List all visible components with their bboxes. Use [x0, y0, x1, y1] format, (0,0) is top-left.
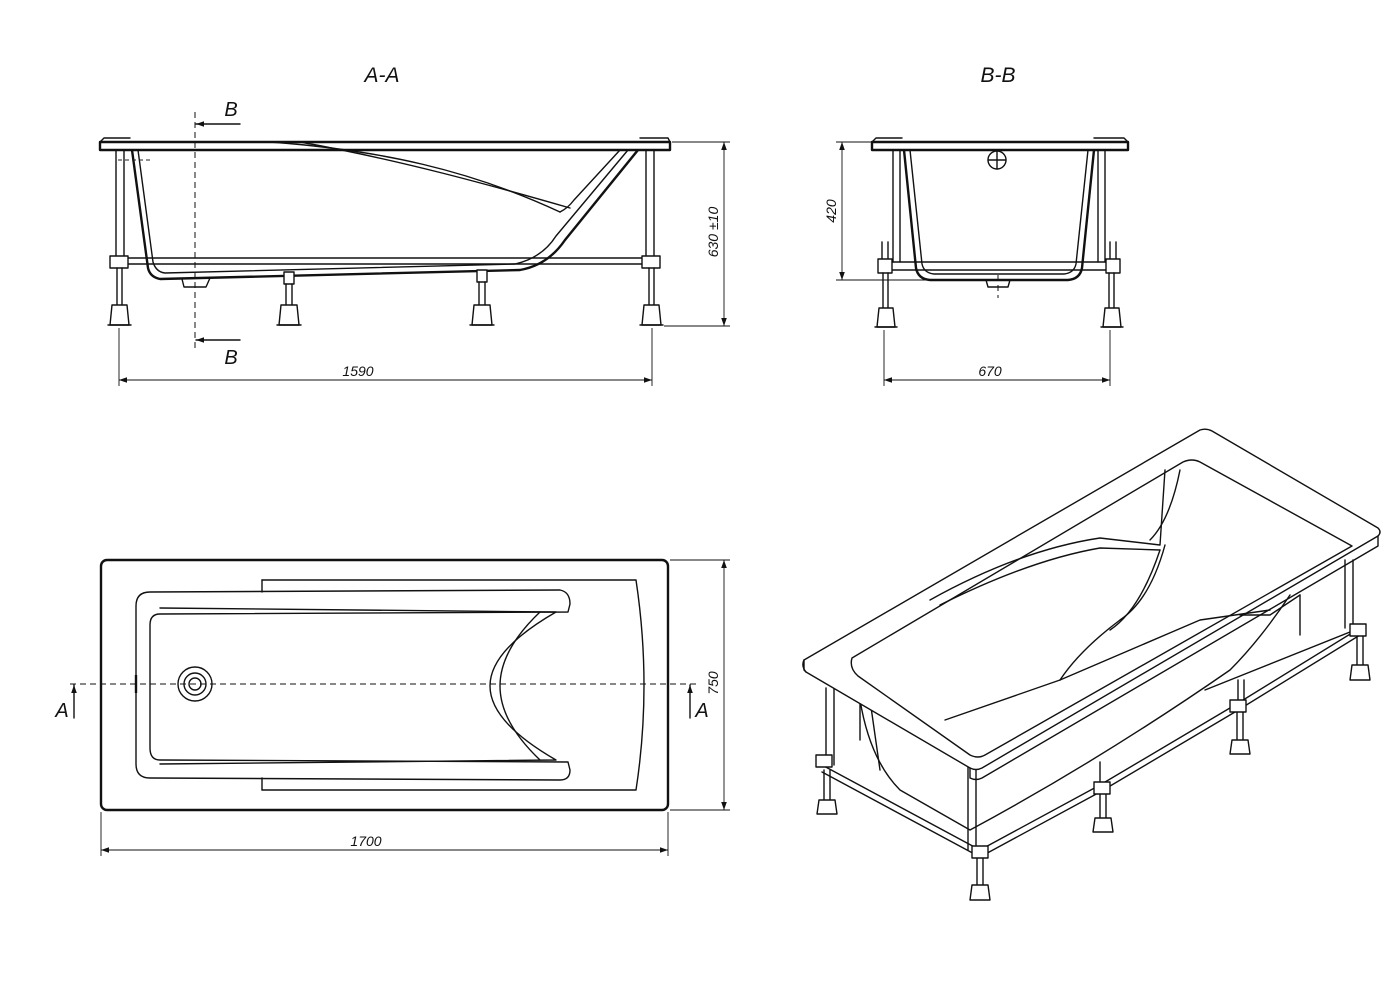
iso-floor-line: [1059, 609, 1271, 681]
iso-headrest: [1149, 469, 1181, 541]
aa-backrest-edge: [299, 141, 571, 209]
dim-frame-width-label: 670: [978, 363, 1002, 379]
aa-tub-shell: [130, 149, 639, 281]
section-bb-title: B-B: [980, 64, 1015, 87]
dim-total-height-label: 630 ±10: [705, 207, 721, 258]
aa-backrest-top: [269, 141, 561, 213]
isometric-view: [802, 428, 1381, 901]
iso-frame: [815, 559, 1371, 901]
dim-total-height: 630 ±10: [664, 141, 730, 327]
section-bb-view: B-B 420: [823, 64, 1130, 386]
dim-frame-width: 670: [883, 330, 1111, 386]
dim-rim-height: 420: [823, 141, 926, 281]
dim-frame-length-label: 1590: [342, 363, 373, 379]
aa-backrest-fold: [559, 149, 621, 213]
bb-tub-shell: [902, 149, 1096, 282]
aa-frame: [107, 149, 664, 326]
bb-frame: [874, 149, 1124, 328]
iso-rim-thickness: [803, 535, 1379, 781]
section-aa-title: A-A: [362, 64, 399, 87]
plan-backrest-outline: [261, 579, 645, 791]
bb-rim-lip: [871, 137, 1129, 143]
plan-basin-outer: [135, 589, 571, 781]
dim-rim-height-label: 420: [823, 199, 839, 223]
plan-basin-inner: [159, 607, 557, 765]
iso-backrest-slope: [1059, 544, 1166, 681]
aa-cut-label-top: B: [224, 99, 237, 121]
iso-backrest-edge: [929, 469, 1166, 601]
iso-backrest-edge-inner: [939, 547, 1161, 606]
bb-overflow-cross: [987, 150, 1007, 170]
aa-cut-label-bottom: B: [224, 347, 237, 369]
dim-frame-length: 1590: [118, 328, 653, 386]
plan-outer-rim: [99, 558, 670, 812]
plan-cut-label-right: A: [694, 700, 708, 722]
aa-rim: [98, 140, 672, 152]
iso-end-wall: [1239, 594, 1301, 616]
iso-tub-corner: [869, 699, 881, 771]
plan-backrest-curve: [499, 611, 541, 761]
bb-tub-inner: [909, 149, 1089, 275]
iso-floor-front: [944, 679, 1061, 721]
dim-overall-length-label: 1700: [350, 833, 381, 849]
section-aa-view: A-A: [98, 64, 730, 386]
iso-basin-opening: [850, 459, 1353, 758]
dim-overall-width-label: 750: [705, 671, 721, 695]
plan-cut-label-left: A: [54, 700, 68, 722]
aa-rim-lip: [99, 137, 671, 143]
iso-backrest-slope-inner: [1109, 549, 1161, 631]
aa-tub-inner: [137, 149, 629, 274]
plan-view: A A 1700 750: [54, 558, 730, 856]
dim-overall-width: 750: [670, 559, 730, 811]
dim-overall-length: 1700: [100, 812, 669, 856]
bb-rim: [870, 140, 1130, 152]
